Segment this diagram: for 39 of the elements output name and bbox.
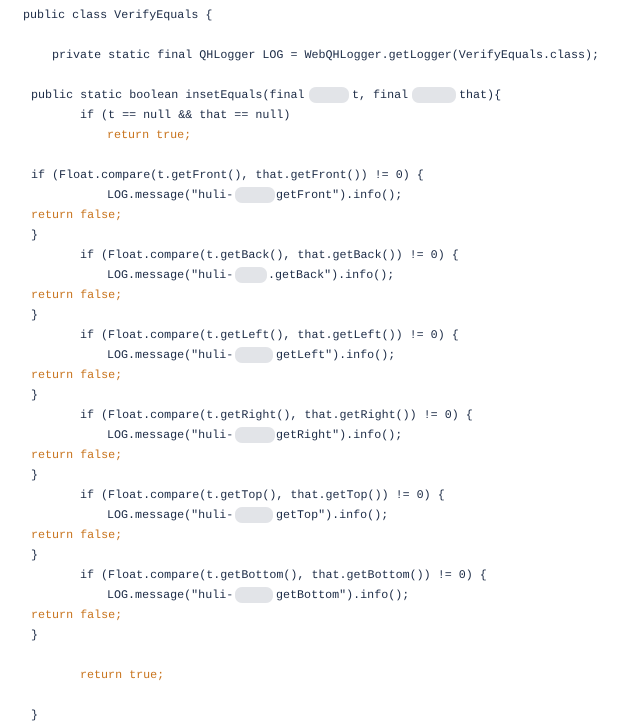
code-line: getFront").info(); xyxy=(276,187,402,203)
code-line: return false; xyxy=(31,287,122,303)
code-line: if (Float.compare(t.getFront(), that.getFront()) != 0) { xyxy=(31,167,424,183)
code-line: getTop").info(); xyxy=(276,507,388,523)
code-line: getRight").info(); xyxy=(276,427,402,443)
code-line: } xyxy=(31,627,38,643)
code-line: return false; xyxy=(31,607,122,623)
code-line: that){ xyxy=(459,87,502,103)
code-line: if (Float.compare(t.getTop(), that.getTop()) != 0) { xyxy=(80,487,445,503)
code-line: LOG.message("huli- xyxy=(107,187,234,203)
code-line: } xyxy=(31,707,38,723)
code-line: if (t == null && that == null) xyxy=(80,107,290,123)
code-line: LOG.message("huli- xyxy=(107,507,234,523)
code-line: t, final xyxy=(352,87,408,103)
code-line: if (Float.compare(t.getBottom(), that.getBottom()) != 0) { xyxy=(80,567,487,583)
code-line: public class VerifyEquals { xyxy=(23,7,212,23)
code-line: private static final QHLogger LOG = WebQHLogger.getLogger(VerifyEquals.class); xyxy=(52,47,600,63)
code-line: .getBack").info(); xyxy=(268,267,394,283)
code-line: if (Float.compare(t.getLeft(), that.getLeft()) != 0) { xyxy=(80,327,459,343)
code-line: LOG.message("huli- xyxy=(107,587,234,603)
code-line: public static boolean insetEquals(final xyxy=(31,87,305,103)
code-line: if (Float.compare(t.getBack(), that.getBack()) != 0) { xyxy=(80,247,459,263)
code-line: } xyxy=(31,227,38,243)
code-line: } xyxy=(31,387,38,403)
code-line: return false; xyxy=(31,367,122,383)
code-line: return false; xyxy=(31,207,122,223)
code-line: } xyxy=(31,307,38,323)
code-line: if (Float.compare(t.getRight(), that.getRight()) != 0) { xyxy=(80,407,473,423)
code-line: getLeft").info(); xyxy=(276,347,396,363)
code-line: LOG.message("huli- xyxy=(107,267,234,283)
code-line: LOG.message("huli- xyxy=(107,427,234,443)
code-line: getBottom").info(); xyxy=(276,587,410,603)
code-line: return true; xyxy=(107,127,192,143)
code-line: } xyxy=(31,467,38,483)
code-line: return true; xyxy=(80,667,164,683)
code-line: LOG.message("huli- xyxy=(107,347,234,363)
code-line: return false; xyxy=(31,447,122,463)
code-line: return false; xyxy=(31,527,122,543)
code-line: } xyxy=(31,547,38,563)
